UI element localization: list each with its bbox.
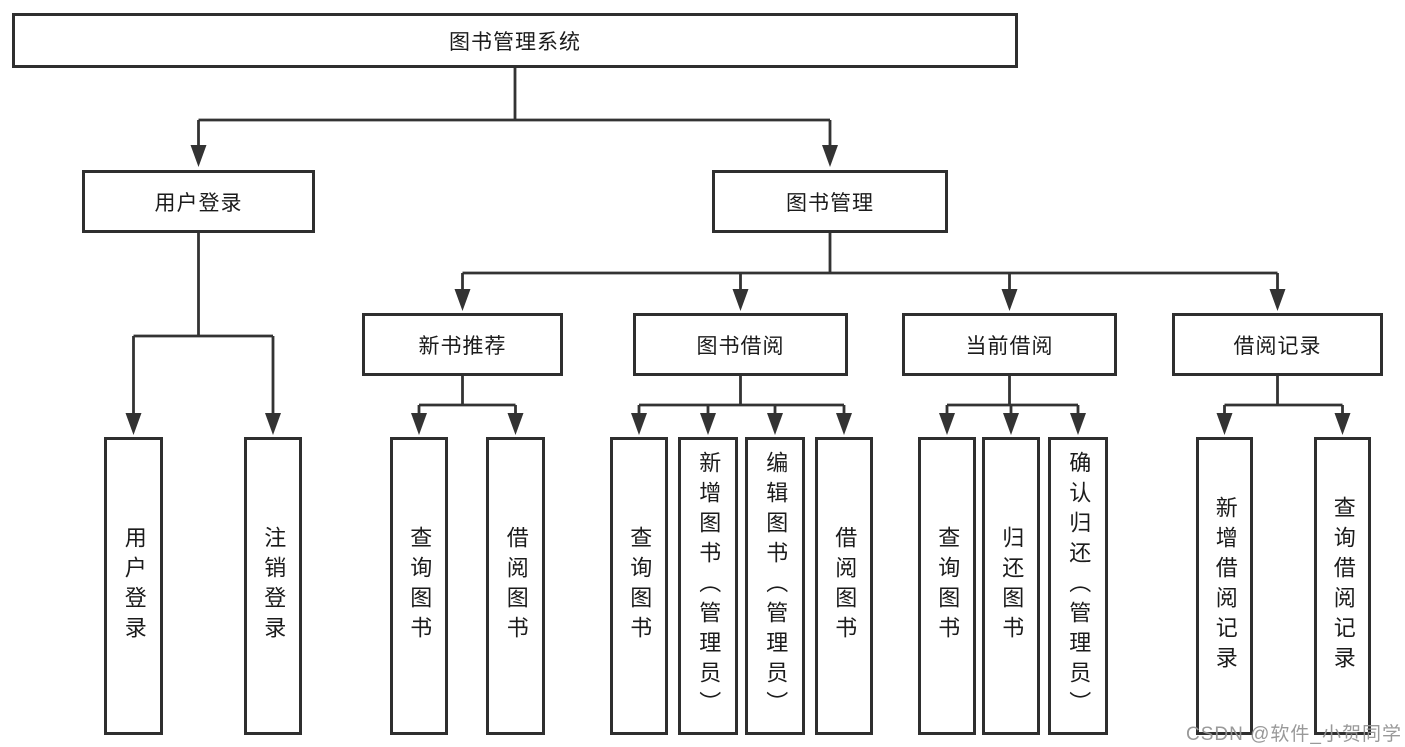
node-label: 编辑图书（管理员） — [763, 451, 789, 721]
connector-book-mgmt-to-level3 — [461, 233, 1279, 292]
node-label: 查询图书 — [935, 526, 961, 646]
arrowheads-user-login-children — [125, 413, 281, 435]
node-leaf-edit-books-admin: 编辑图书（管理员） — [745, 437, 805, 735]
node-label: 新增图书（管理员） — [696, 451, 722, 721]
node-label: 注销登录 — [261, 526, 287, 646]
connector-book-borrow-children — [637, 376, 846, 416]
node-leaf-return-books: 归还图书 — [982, 437, 1040, 735]
node-leaf-user-login: 用户登录 — [104, 437, 163, 735]
connector-new-books-children — [417, 376, 517, 416]
node-leaf-query-borrow-record: 查询借阅记录 — [1314, 437, 1371, 735]
node-book-management-branch: 图书管理 — [712, 170, 948, 233]
node-borrowing-records: 借阅记录 — [1172, 313, 1383, 376]
node-label: 查询图书 — [407, 526, 433, 646]
node-leaf-query-books-borrowing: 查询图书 — [610, 437, 668, 735]
node-leaf-confirm-return-admin: 确认归还（管理员） — [1048, 437, 1108, 735]
node-leaf-logout: 注销登录 — [244, 437, 302, 735]
node-current-borrowing: 当前借阅 — [902, 313, 1117, 376]
node-leaf-borrow-books: 借阅图书 — [815, 437, 873, 735]
arrowheads-level2 — [190, 145, 838, 167]
node-user-login-branch: 用户登录 — [82, 170, 315, 233]
node-label: 查询借阅记录 — [1330, 496, 1356, 676]
node-label: 归还图书 — [999, 526, 1025, 646]
node-leaf-query-books-current: 查询图书 — [918, 437, 976, 735]
node-leaf-add-borrow-record: 新增借阅记录 — [1196, 437, 1253, 735]
node-book-borrowing: 图书借阅 — [633, 313, 848, 376]
node-label: 借阅图书 — [503, 526, 529, 646]
csdn-watermark: CSDN @软件_小贺同学 — [1186, 724, 1402, 745]
node-new-book-recommend: 新书推荐 — [362, 313, 563, 376]
connector-root-to-level2 — [197, 68, 832, 148]
connector-current-borrow-children — [945, 376, 1080, 416]
node-library-management-system: 图书管理系统 — [12, 13, 1018, 68]
connector-borrow-records-children — [1223, 376, 1344, 416]
node-label: 借阅图书 — [832, 526, 858, 646]
node-label: 确认归还（管理员） — [1066, 451, 1092, 721]
arrowheads-leaves — [411, 413, 1351, 435]
node-label: 新增借阅记录 — [1212, 496, 1238, 676]
arrowheads-level3 — [454, 289, 1286, 311]
node-label: 查询图书 — [627, 526, 653, 646]
node-leaf-add-books-admin: 新增图书（管理员） — [678, 437, 738, 735]
node-leaf-borrow-books-recommend: 借阅图书 — [486, 437, 545, 735]
connector-user-login-children — [132, 233, 275, 416]
node-label: 用户登录 — [121, 526, 147, 646]
node-leaf-query-books-recommend: 查询图书 — [390, 437, 448, 735]
